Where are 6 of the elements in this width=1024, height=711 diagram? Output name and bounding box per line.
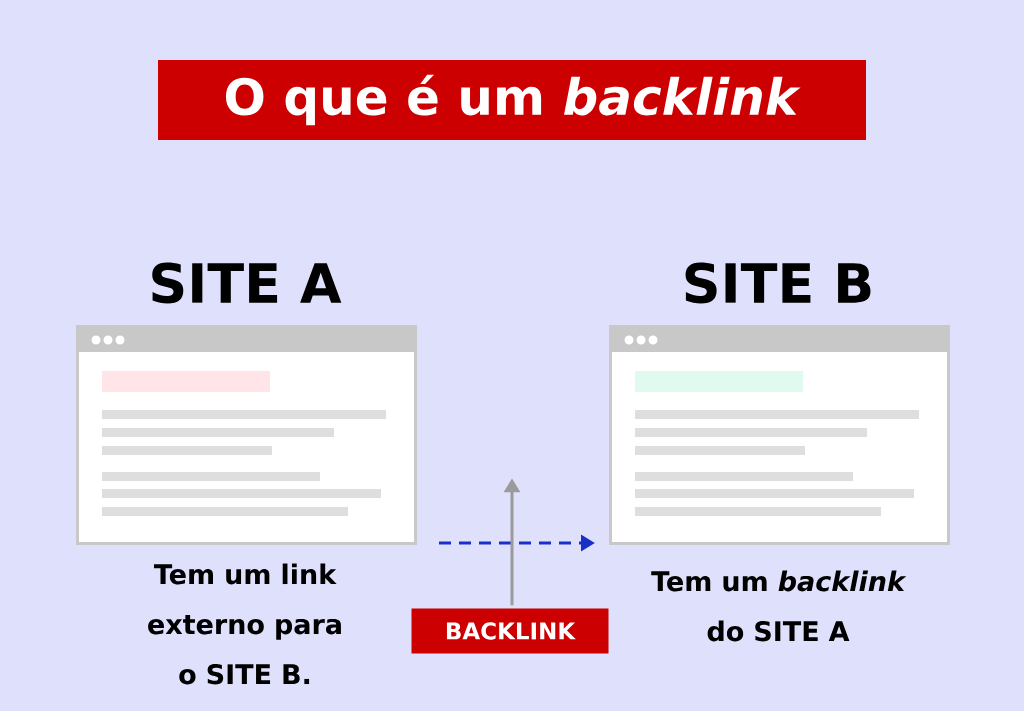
- title-banner: O que é um backlink: [158, 60, 866, 140]
- node-label: Tem um link externo para o SITE B.: [148, 563, 341, 685]
- node-label: Tem um backlink do SITE A: [651, 570, 907, 642]
- site-heading: SITE A: [152, 262, 342, 304]
- site-heading: SITE B: [685, 262, 871, 304]
- label-badge: BACKLINK: [411, 608, 609, 654]
